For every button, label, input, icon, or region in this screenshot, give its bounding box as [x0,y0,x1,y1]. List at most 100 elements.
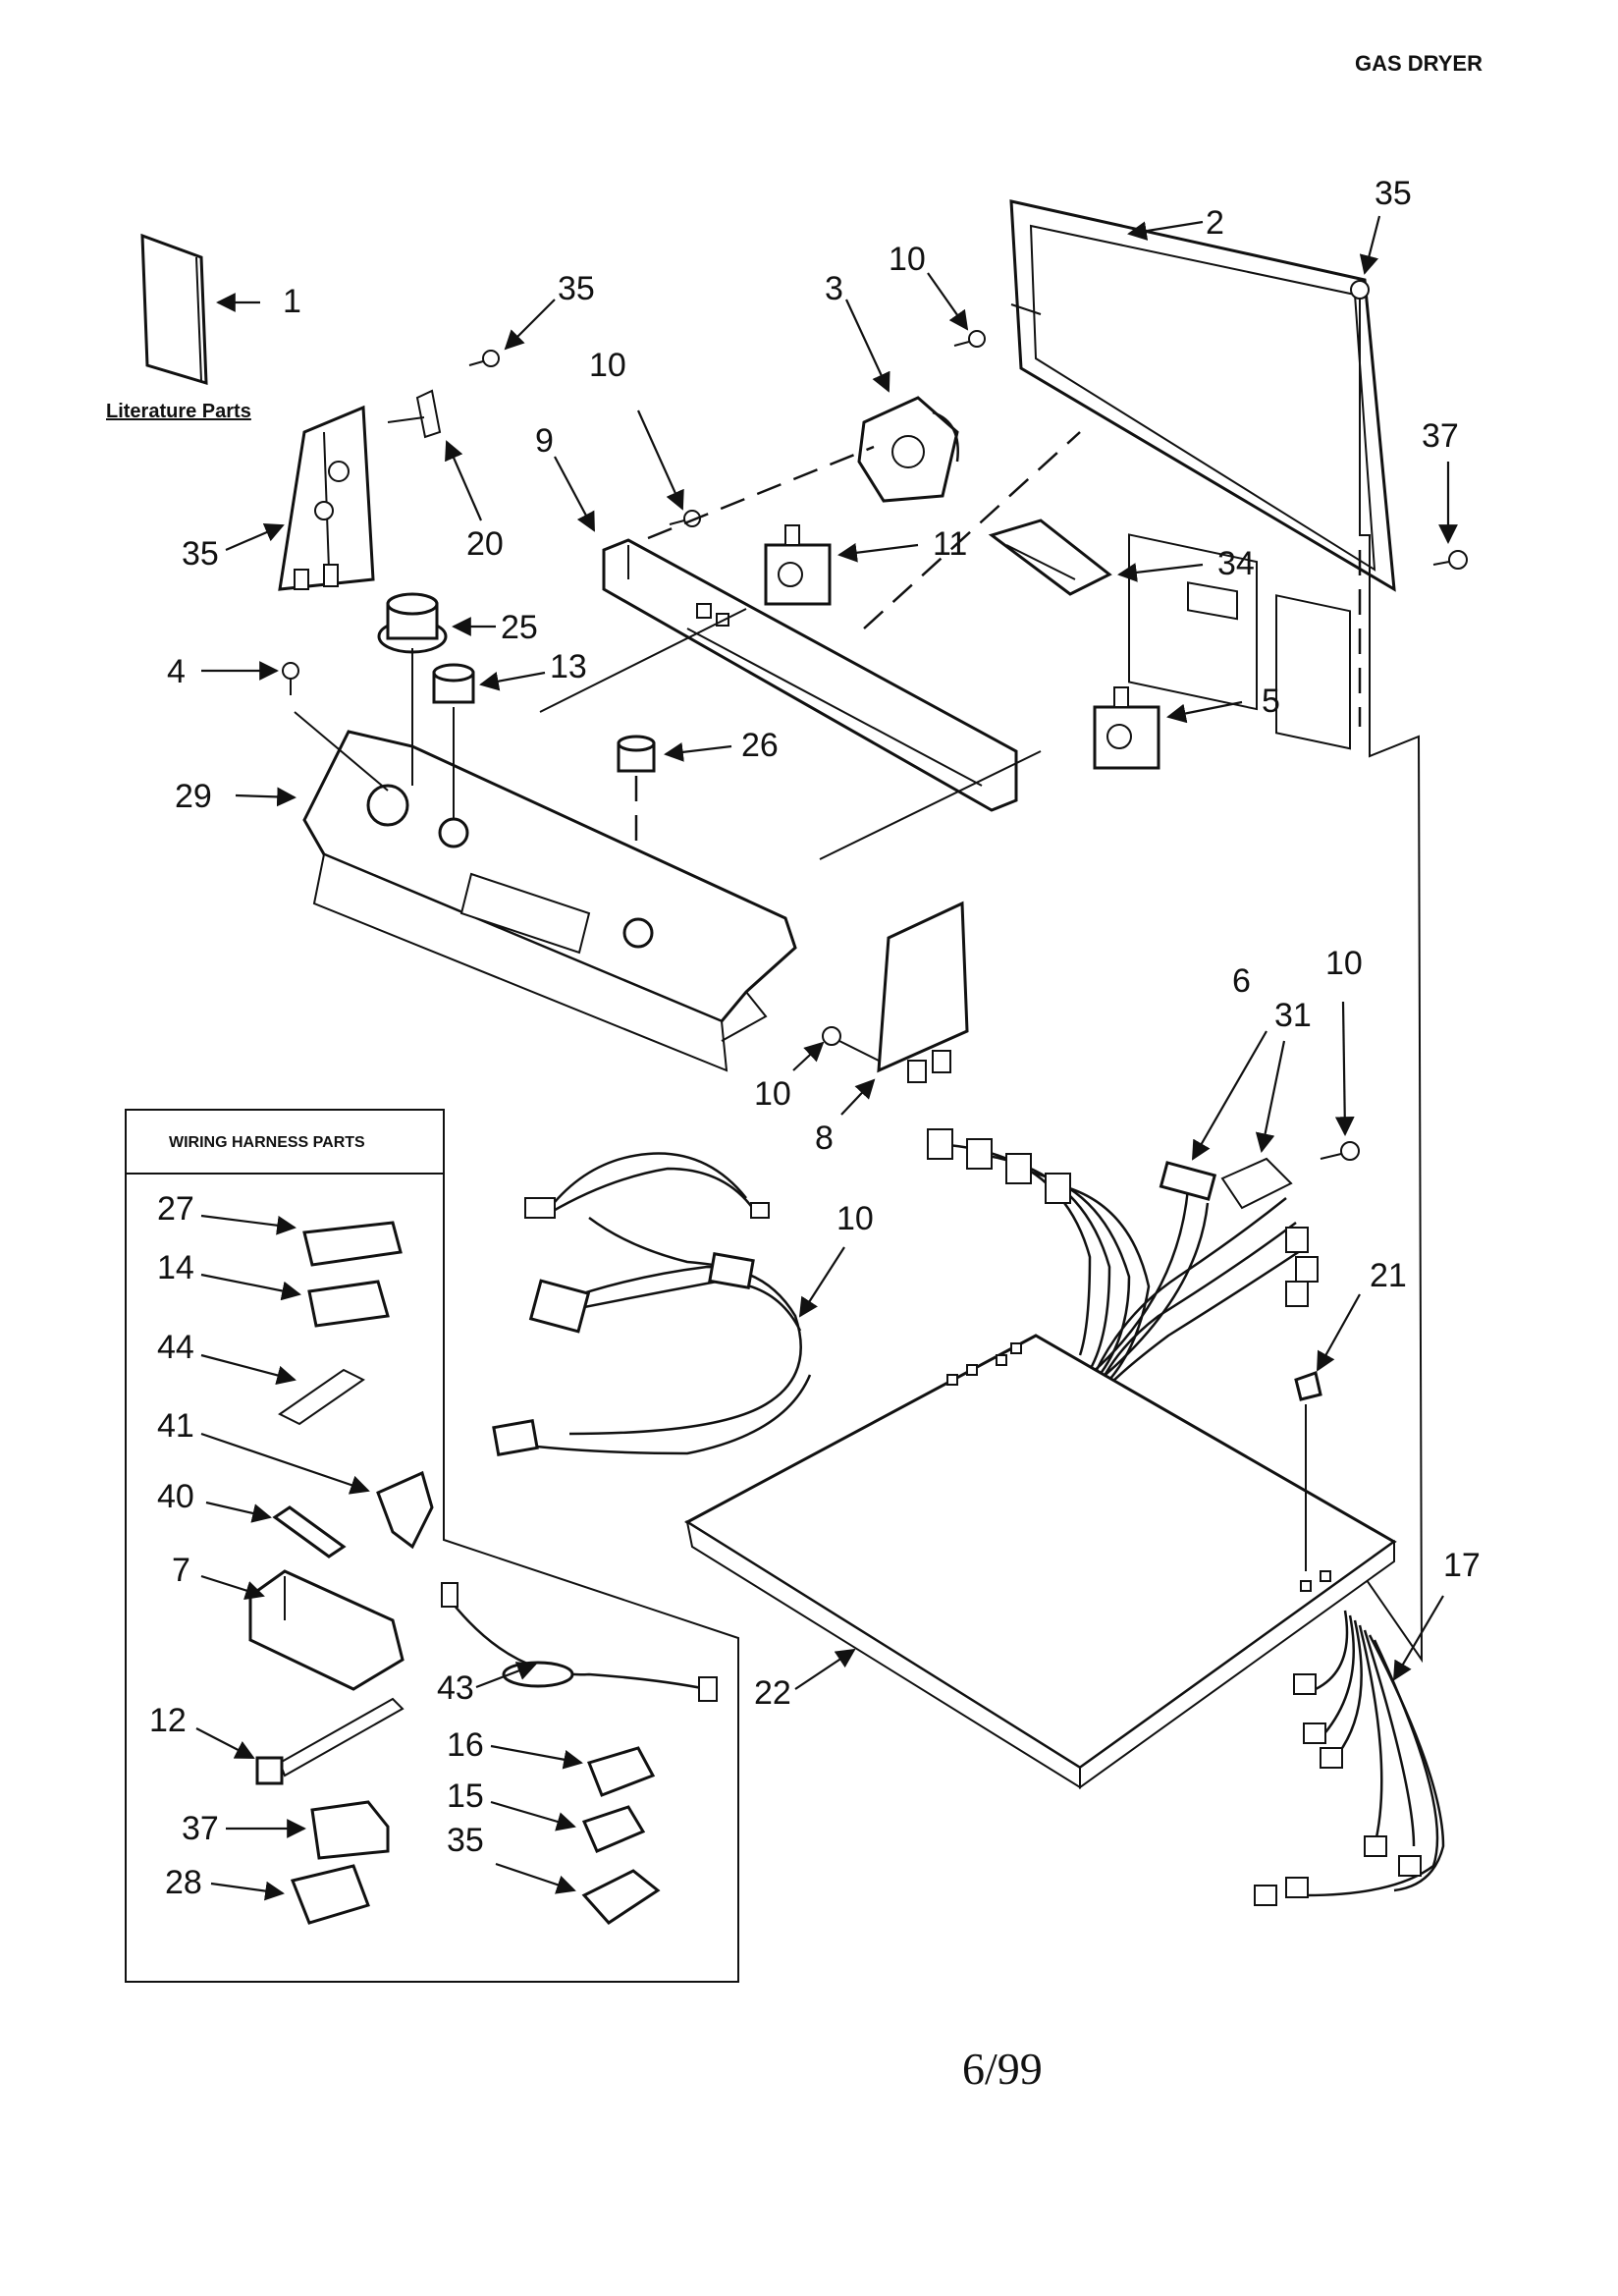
leader-29 [1255,1040,1286,1153]
wire-harness-11 [492,1152,812,1456]
callout-44: 44 [157,1329,194,1366]
dryer-top-panel [684,1334,1397,1789]
callout-43: 43 [437,1669,474,1707]
leader-22 [445,440,483,521]
callout-10-top: 10 [889,241,926,278]
callout-29: 31 [1274,997,1312,1034]
leader-2 [1127,220,1204,241]
knob-20 [377,592,448,654]
callout-35-top: 35 [1375,175,1412,212]
callout-35-right: 37 [1422,417,1459,455]
leader-15 [479,671,546,691]
leader-6 [1192,1030,1267,1161]
page-header: GAS DRYER [1355,51,1483,76]
leader-40 [205,1501,272,1523]
leader-12 [792,1041,825,1071]
callout-26: 35 [182,535,219,573]
part-17 [581,1805,646,1853]
part-18 [587,1746,656,1797]
callout-20: 25 [501,609,538,646]
callout-10-right: 10 [1325,945,1363,982]
part-37 [310,1800,390,1860]
callout-1: 1 [283,283,301,320]
callout-13: 11 [933,525,967,563]
leader-17 [490,1800,576,1831]
leader-11 [798,1246,845,1318]
leader-21 [664,742,732,762]
callout-3: 3 [825,270,843,307]
leader-44 [200,1353,297,1386]
screw-35-left [468,350,500,367]
part-40 [272,1505,347,1558]
leader-3 [845,299,890,393]
callout-24: 22 [754,1674,791,1712]
clip-23 [1294,1371,1322,1401]
literature-parts-label: Literature Parts [106,401,251,422]
leader-31 [235,787,297,807]
callout-23: 21 [1370,1257,1407,1294]
callout-21: 26 [741,727,779,764]
part-44 [278,1368,365,1426]
page-number: 6/99 [962,2044,1043,2094]
console-back-panel [1009,199,1396,750]
callout-17: 15 [447,1777,484,1815]
screw-10-right [1320,1141,1360,1161]
leader-27 [200,1214,297,1235]
control-console [302,730,797,1072]
leader-14 [195,1727,255,1759]
right-endcap [877,901,969,1083]
part-41 [376,1470,434,1550]
leader-24 [794,1648,856,1690]
callout-31: 29 [175,778,212,815]
part-7 [248,1569,404,1691]
ground-wire [1339,312,1424,1664]
leader-7 [200,1574,265,1601]
leader-10-top [927,272,969,331]
wire-harness-top [927,1128,1319,1386]
callout-9: 9 [535,422,554,460]
wiring-box-title: WIRING HARNESS PARTS [169,1134,365,1151]
timer-switch [857,396,959,503]
leader-35-top [1359,215,1381,275]
control-bracket [602,538,1018,812]
switch-5 [1093,686,1160,770]
part-28 [290,1864,370,1925]
leader-34 [495,1862,576,1894]
wiring-harness-box [125,1109,739,1983]
callout-11: 10 [836,1200,874,1237]
leader-23 [1317,1293,1361,1372]
callout-18: 16 [447,1726,484,1764]
callout-2: 2 [1206,204,1224,242]
callout-27: 27 [157,1190,194,1228]
callout-5: 5 [1262,683,1280,720]
callout-7: 7 [172,1552,190,1589]
leader-10-mid [636,410,684,511]
knob-21 [617,735,656,773]
leader-25 [1117,563,1204,582]
part-29 [1220,1157,1293,1210]
leader-5 [1166,700,1243,724]
callout-10-mid: 10 [589,347,626,384]
screw-4 [282,662,299,695]
callout-35-left: 35 [558,270,595,307]
callout-22: 20 [466,525,504,563]
leader-41 [200,1432,370,1495]
callout-37: 37 [182,1810,219,1847]
clip-22 [415,389,442,439]
terminal-block-25 [988,519,1112,596]
leader-35-left [504,299,556,351]
callout-4: 4 [167,653,186,690]
callout-40: 40 [157,1478,194,1515]
leader-13 [837,542,919,563]
part-27 [302,1221,403,1267]
left-endcap [278,405,375,591]
callout-15: 13 [550,648,587,685]
leader-16 [200,1273,301,1301]
leader-8 [840,1078,876,1116]
leader-28 [210,1881,285,1901]
part-34 [581,1869,661,1925]
callout-25: 34 [1217,545,1255,582]
leader-43 [475,1662,537,1689]
knob-15 [432,663,475,704]
